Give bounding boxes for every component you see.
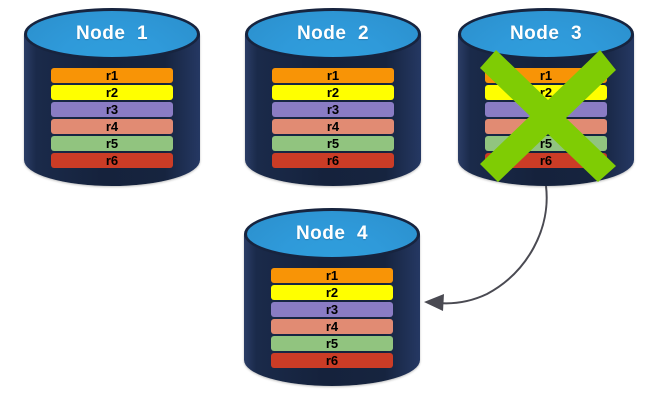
record-r6[interactable]: r6 bbox=[272, 153, 394, 168]
record-r3[interactable]: r3 bbox=[272, 102, 394, 117]
record-r5[interactable]: r5 bbox=[485, 136, 607, 151]
record-r2[interactable]: r2 bbox=[271, 285, 393, 300]
node-3-label: Node 3 bbox=[509, 23, 583, 44]
record-r2[interactable]: r2 bbox=[51, 85, 173, 100]
node-1-cylinder-top bbox=[24, 8, 200, 60]
node-4-cylinder-top bbox=[244, 208, 420, 260]
record-r4[interactable]: r4 bbox=[51, 119, 173, 134]
record-r6[interactable]: r6 bbox=[271, 353, 393, 368]
node-1[interactable]: Node 1 r1 r2 r3 r4 r5 r6 bbox=[24, 8, 200, 186]
record-r5[interactable]: r5 bbox=[271, 336, 393, 351]
record-r5[interactable]: r5 bbox=[272, 136, 394, 151]
node-2[interactable]: Node 2 r1 r2 r3 r4 r5 r6 bbox=[245, 8, 421, 186]
record-r4[interactable]: r4 bbox=[485, 119, 607, 134]
node-4-records: r1 r2 r3 r4 r5 r6 bbox=[244, 268, 420, 368]
node-3[interactable]: Node 3 r1 r2 r3 r4 r5 r6 bbox=[458, 8, 634, 186]
record-r3[interactable]: r3 bbox=[271, 302, 393, 317]
record-r5[interactable]: r5 bbox=[51, 136, 173, 151]
record-r1[interactable]: r1 bbox=[51, 68, 173, 83]
record-r3[interactable]: r3 bbox=[51, 102, 173, 117]
record-r4[interactable]: r4 bbox=[271, 319, 393, 334]
record-r4[interactable]: r4 bbox=[272, 119, 394, 134]
node-4[interactable]: Node 4 r1 r2 r3 r4 r5 r6 bbox=[244, 208, 420, 386]
record-r6[interactable]: r6 bbox=[51, 153, 173, 168]
record-r6[interactable]: r6 bbox=[485, 153, 607, 168]
record-r2[interactable]: r2 bbox=[485, 85, 607, 100]
record-r2[interactable]: r2 bbox=[272, 85, 394, 100]
record-r1[interactable]: r1 bbox=[485, 68, 607, 83]
node-2-cylinder-top bbox=[245, 8, 421, 60]
record-r1[interactable]: r1 bbox=[272, 68, 394, 83]
node-1-label: Node 1 bbox=[75, 23, 149, 44]
node-1-records: r1 r2 r3 r4 r5 r6 bbox=[24, 68, 200, 168]
record-r3[interactable]: r3 bbox=[485, 102, 607, 117]
node-3-records: r1 r2 r3 r4 r5 r6 bbox=[458, 68, 634, 168]
node-2-records: r1 r2 r3 r4 r5 r6 bbox=[245, 68, 421, 168]
record-r1[interactable]: r1 bbox=[271, 268, 393, 283]
node-4-label: Node 4 bbox=[295, 223, 369, 244]
node-2-label: Node 2 bbox=[296, 23, 370, 44]
